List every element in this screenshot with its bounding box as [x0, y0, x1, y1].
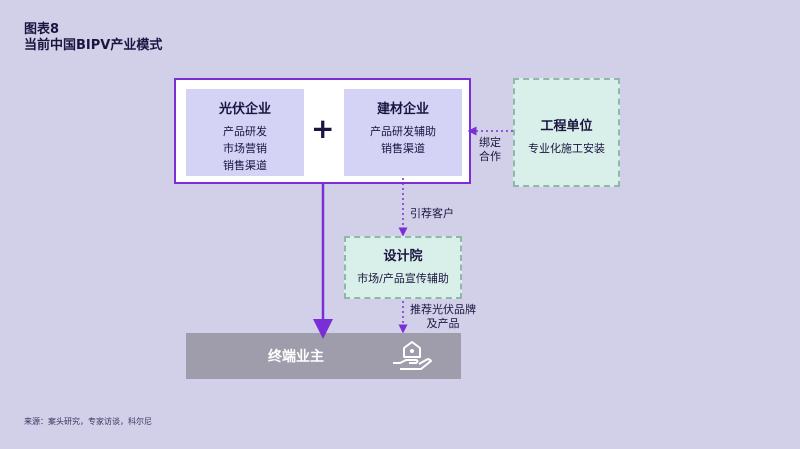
recommend-brand-line: 及产品 — [426, 317, 460, 330]
pv-enterprise-line: 销售渠道 — [223, 159, 267, 172]
pv-enterprise-title: 光伏企业 — [218, 102, 271, 117]
plus-symbol: + — [311, 112, 335, 145]
bind-cooperate-label: 绑定 合作 — [479, 136, 501, 164]
end-owner-box: 终端业主 — [186, 333, 461, 379]
figure-header: 图表8 当前中国BIPV产业模式 — [24, 22, 162, 54]
bind-cooperate-line: 合作 — [479, 150, 501, 163]
design-institute-line: 市场/产品宣传辅助 — [357, 272, 449, 285]
pv-enterprise-line: 产品研发 — [223, 125, 267, 138]
refer-customers-label: 引荐客户 — [410, 207, 454, 220]
recommend-brand-label: 推荐光伏品牌 及产品 — [410, 303, 476, 331]
engineering-unit-title: 工程单位 — [540, 119, 593, 134]
hand-holding-house-icon — [393, 341, 432, 370]
design-institute-title: 设计院 — [383, 249, 423, 264]
bind-cooperate-line: 绑定 — [479, 136, 501, 149]
building-material-box: 建材企业 产品研发辅助 销售渠道 — [344, 89, 462, 176]
building-material-title: 建材企业 — [376, 102, 429, 117]
pv-enterprise-box: 光伏企业 产品研发 市场营销 销售渠道 — [186, 89, 304, 176]
engineering-unit-line: 专业化施工安装 — [528, 142, 605, 155]
figure-title: 当前中国BIPV产业模式 — [24, 38, 163, 53]
engineering-unit-box: 工程单位 专业化施工安装 — [513, 78, 620, 187]
recommend-brand-line: 推荐光伏品牌 — [410, 303, 476, 316]
figure-label: 图表8 — [24, 22, 60, 37]
building-material-line: 销售渠道 — [381, 142, 425, 155]
design-institute-box: 设计院 市场/产品宣传辅助 — [344, 236, 462, 299]
end-owner-title: 终端业主 — [268, 349, 324, 365]
pv-enterprise-line: 市场营销 — [223, 142, 267, 155]
source-note: 来源：案头研究，专家访谈，科尔尼 — [24, 417, 152, 426]
building-material-line: 产品研发辅助 — [370, 125, 436, 138]
